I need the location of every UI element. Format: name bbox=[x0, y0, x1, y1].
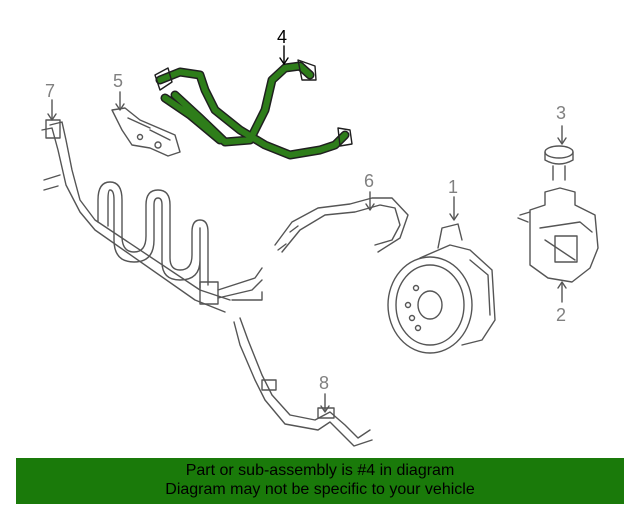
callout-7: 7 bbox=[45, 81, 56, 101]
callout-3: 3 bbox=[556, 103, 567, 123]
banner-line-2: Diagram may not be specific to your vehi… bbox=[165, 481, 475, 498]
part-4-pressure-hose-highlighted bbox=[154, 45, 353, 160]
leader-lines bbox=[47, 91, 567, 413]
part-8-pressure-line bbox=[233, 317, 373, 447]
part-1-pump bbox=[387, 223, 496, 354]
callout-5: 5 bbox=[113, 71, 124, 91]
part-7-cooler-assembly bbox=[41, 119, 263, 313]
part-5-bracket bbox=[111, 107, 181, 157]
callout-4: 4 bbox=[277, 27, 288, 47]
callout-8: 8 bbox=[319, 373, 330, 393]
parts-diagram bbox=[41, 45, 599, 447]
part-3-cap bbox=[544, 145, 574, 181]
banner-line-1: Part or sub-assembly is #4 in diagram bbox=[185, 462, 455, 479]
part-2-reservoir bbox=[517, 187, 599, 283]
info-banner: Part or sub-assembly is #4 in diagram Di… bbox=[16, 458, 624, 504]
callout-2: 2 bbox=[556, 305, 567, 325]
callout-6: 6 bbox=[364, 171, 375, 191]
callout-1: 1 bbox=[448, 177, 459, 197]
part-6-return-hose bbox=[274, 197, 409, 253]
